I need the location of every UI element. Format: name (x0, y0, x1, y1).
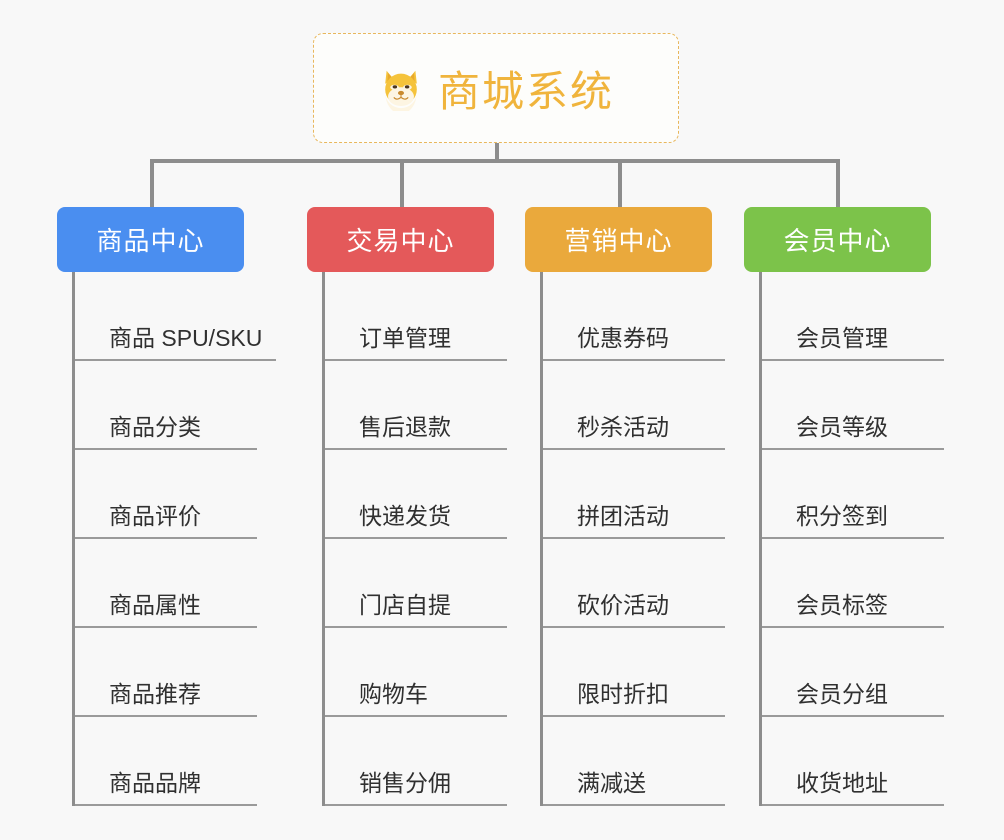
leaf-label: 售后退款 (359, 414, 451, 440)
leaf-label: 商品 SPU/SKU (109, 325, 263, 351)
leaf-item[interactable]: 积分签到 (762, 450, 944, 539)
leaf-label: 收货地址 (796, 770, 888, 796)
branch-trade-center: 交易中心 订单管理 售后退款 快递发货 门店自提 购物车 销售分佣 (307, 207, 507, 806)
leaf-item[interactable]: 拼团活动 (543, 450, 725, 539)
leaf-list-2: 订单管理 售后退款 快递发货 门店自提 购物车 销售分佣 (322, 272, 507, 806)
leaf-label: 快递发货 (359, 503, 451, 529)
leaf-item[interactable]: 售后退款 (325, 361, 507, 450)
leaf-label: 商品品牌 (109, 770, 201, 796)
leaf-label: 会员分组 (796, 681, 888, 707)
connector-drop-4 (836, 159, 840, 207)
leaf-item[interactable]: 会员分组 (762, 628, 944, 717)
leaf-label: 砍价活动 (577, 592, 669, 618)
leaf-item[interactable]: 销售分佣 (325, 717, 507, 806)
leaf-label: 会员标签 (796, 592, 888, 618)
leaf-label: 秒杀活动 (577, 414, 669, 440)
leaf-label: 订单管理 (359, 325, 451, 351)
leaf-label: 满减送 (577, 770, 646, 796)
leaf-item[interactable]: 商品品牌 (75, 717, 276, 806)
leaf-item[interactable]: 优惠券码 (543, 272, 725, 361)
category-header-2[interactable]: 交易中心 (307, 207, 494, 272)
leaf-label: 门店自提 (359, 592, 451, 618)
leaf-label: 购物车 (359, 681, 428, 707)
leaf-label: 商品评价 (109, 503, 201, 529)
leaf-label: 限时折扣 (577, 681, 669, 707)
leaf-item[interactable]: 订单管理 (325, 272, 507, 361)
connector-drop-2 (400, 159, 404, 207)
leaf-label: 优惠券码 (577, 325, 669, 351)
leaf-item[interactable]: 快递发货 (325, 450, 507, 539)
leaf-list-3: 优惠券码 秒杀活动 拼团活动 砍价活动 限时折扣 满减送 (540, 272, 725, 806)
leaf-item[interactable]: 砍价活动 (543, 539, 725, 628)
root-title: 商城系统 (437, 67, 614, 115)
leaf-item[interactable]: 商品推荐 (75, 628, 276, 717)
category-label-2: 交易中心 (346, 226, 455, 256)
leaf-label: 拼团活动 (577, 503, 669, 529)
leaf-item[interactable]: 会员管理 (762, 272, 944, 361)
connector-horizontal-bus (150, 159, 840, 163)
leaf-item[interactable]: 会员标签 (762, 539, 944, 628)
branch-member-center: 会员中心 会员管理 会员等级 积分签到 会员标签 会员分组 收货地址 (744, 207, 944, 806)
root-node[interactable]: 商城系统 (313, 33, 679, 143)
leaf-label: 积分签到 (796, 503, 888, 529)
leaf-list-1: 商品 SPU/SKU 商品分类 商品评价 商品属性 商品推荐 商品品牌 (72, 272, 277, 806)
leaf-item[interactable]: 收货地址 (762, 717, 944, 806)
leaf-label: 商品属性 (109, 592, 201, 618)
shiba-dog-icon (378, 65, 424, 111)
category-header-1[interactable]: 商品中心 (57, 207, 244, 272)
category-header-4[interactable]: 会员中心 (744, 207, 931, 272)
leaf-label: 销售分佣 (359, 770, 451, 796)
branch-marketing-center: 营销中心 优惠券码 秒杀活动 拼团活动 砍价活动 限时折扣 满减送 (525, 207, 725, 806)
leaf-label: 商品推荐 (109, 681, 201, 707)
leaf-label: 会员管理 (796, 325, 888, 351)
leaf-item[interactable]: 会员等级 (762, 361, 944, 450)
connector-root-stem (495, 143, 499, 162)
leaf-item[interactable]: 门店自提 (325, 539, 507, 628)
category-label-3: 营销中心 (564, 226, 673, 256)
leaf-label: 会员等级 (796, 414, 888, 440)
category-label-1: 商品中心 (96, 226, 205, 256)
leaf-item[interactable]: 秒杀活动 (543, 361, 725, 450)
category-label-4: 会员中心 (783, 226, 892, 256)
leaf-item[interactable]: 商品评价 (75, 450, 276, 539)
category-header-3[interactable]: 营销中心 (525, 207, 712, 272)
leaf-item[interactable]: 满减送 (543, 717, 725, 806)
leaf-item[interactable]: 商品 SPU/SKU (75, 272, 277, 361)
leaf-item[interactable]: 商品属性 (75, 539, 276, 628)
leaf-item[interactable]: 限时折扣 (543, 628, 725, 717)
branch-product-center: 商品中心 商品 SPU/SKU 商品分类 商品评价 商品属性 商品推荐 商品品牌 (57, 207, 277, 806)
leaf-item[interactable]: 购物车 (325, 628, 507, 717)
connector-drop-3 (618, 159, 622, 207)
leaf-label: 商品分类 (109, 414, 201, 440)
connector-drop-1 (150, 159, 154, 207)
leaf-list-4: 会员管理 会员等级 积分签到 会员标签 会员分组 收货地址 (759, 272, 944, 806)
leaf-item[interactable]: 商品分类 (75, 361, 276, 450)
